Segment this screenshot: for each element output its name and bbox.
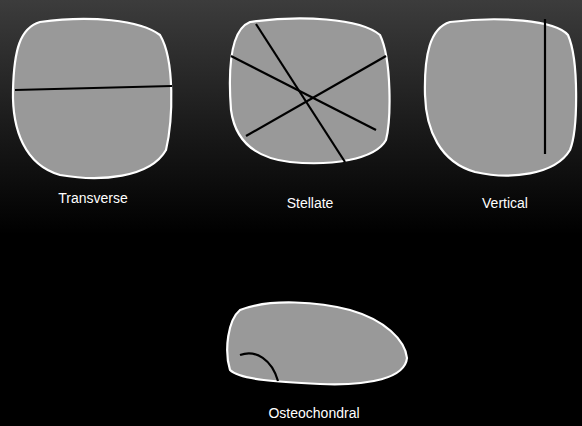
osteochondral-shape bbox=[227, 302, 407, 384]
vertical-shape bbox=[425, 19, 576, 175]
transverse-tear bbox=[15, 86, 172, 90]
stellate-tear bbox=[256, 24, 345, 162]
tear-type-label: Vertical bbox=[482, 195, 528, 212]
tear-type-label: Osteochondral bbox=[268, 405, 359, 422]
stellate-tear bbox=[231, 56, 376, 130]
stellate-shape bbox=[230, 18, 390, 163]
vertical-tear bbox=[544, 19, 546, 154]
stellate-tear bbox=[246, 56, 386, 136]
tear-type-label: Transverse bbox=[58, 190, 128, 207]
osteochondral-tear bbox=[240, 353, 278, 381]
tear-lines bbox=[15, 19, 545, 381]
transverse-shape bbox=[13, 19, 171, 178]
tear-type-label: Stellate bbox=[287, 195, 334, 212]
meniscus-shapes bbox=[13, 18, 576, 384]
